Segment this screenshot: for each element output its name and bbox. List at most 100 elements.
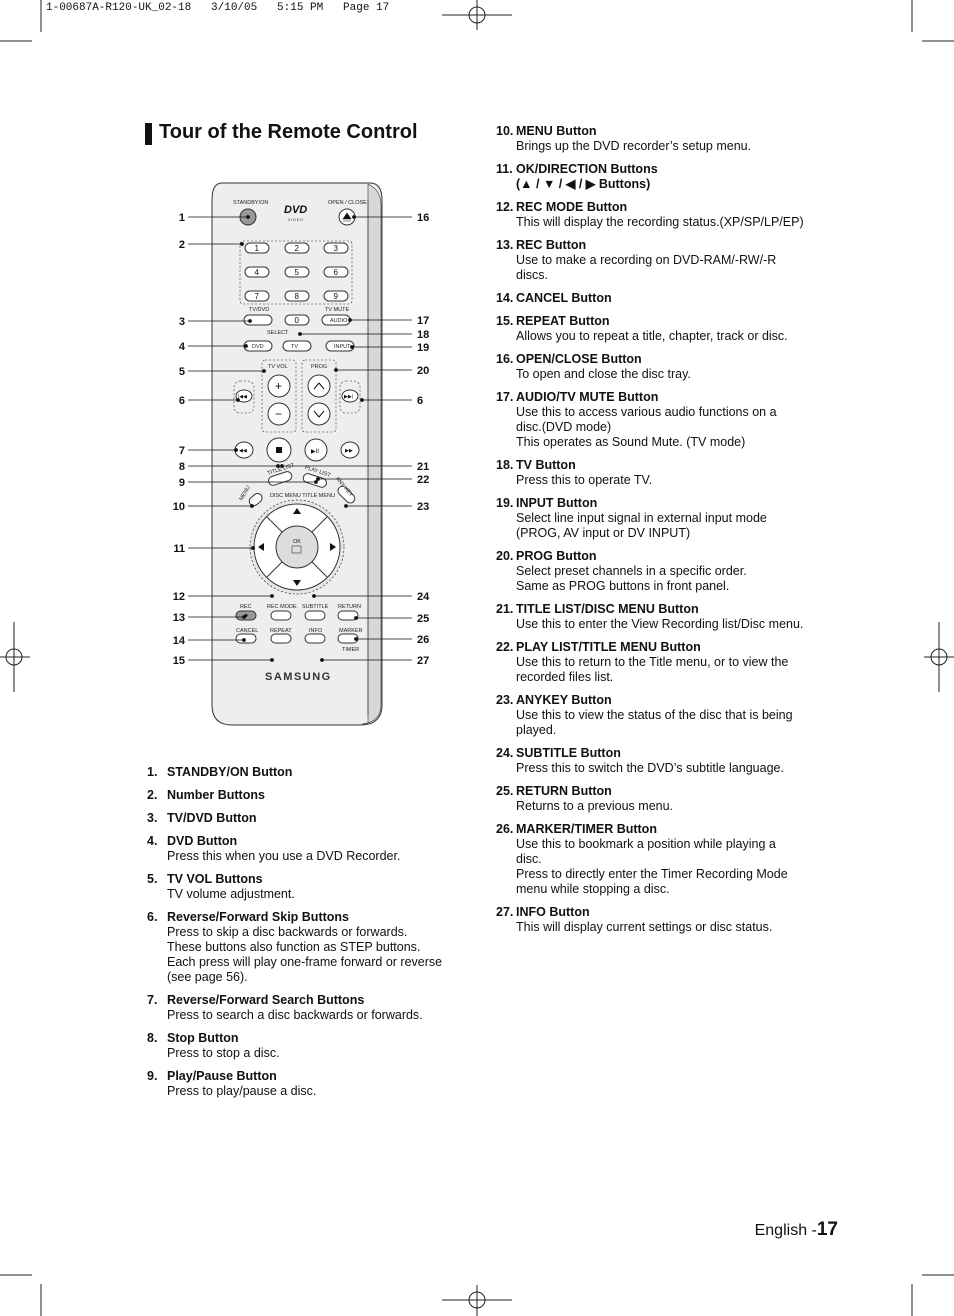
- key-2[interactable]: [284, 242, 310, 254]
- item-heading: AUDIO/TV MUTE Button: [516, 390, 659, 404]
- key-4[interactable]: [244, 266, 270, 278]
- svg-text:◀◀: ◀◀: [239, 448, 247, 454]
- item-description: Press to play/pause a disc.: [167, 1084, 317, 1098]
- svg-text:▶▶: ▶▶: [345, 448, 353, 454]
- dvd-label: DVD: [252, 344, 264, 350]
- ok-label: OK: [293, 539, 301, 545]
- tvvol-label: TV VOL: [268, 364, 288, 370]
- callout-number: 25: [417, 613, 429, 625]
- item-number: 6.: [147, 910, 158, 924]
- play-list-button[interactable]: [302, 472, 328, 488]
- prog-up-button[interactable]: [307, 374, 331, 398]
- input-label: INPUT: [334, 344, 351, 350]
- key-label: 9: [334, 292, 339, 301]
- callout-number: 10: [173, 501, 185, 513]
- callout-number: 5: [179, 366, 185, 378]
- item-description: Press to stop a disc.: [167, 1046, 280, 1060]
- play-pause-button[interactable]: [304, 438, 328, 462]
- key-0[interactable]: [284, 314, 310, 326]
- callout-number: 3: [179, 316, 185, 328]
- vol-down-button[interactable]: [267, 402, 291, 426]
- item-heading: OPEN/CLOSE Button: [516, 352, 642, 366]
- menu-button[interactable]: [247, 492, 264, 508]
- item-description: Use this to view the status of the disc …: [516, 708, 793, 737]
- item-description: TV volume adjustment.: [167, 887, 295, 901]
- input-button[interactable]: [325, 340, 355, 352]
- item-number: 13.: [496, 238, 514, 252]
- item-description: Select line input signal in external inp…: [516, 511, 767, 540]
- skip-back-button[interactable]: [235, 389, 253, 403]
- list-item: 2.Number Buttons: [147, 788, 457, 803]
- item-number: 3.: [147, 811, 158, 825]
- tvdvd-button[interactable]: [243, 314, 273, 326]
- item-heading: ANYKEY Button: [516, 693, 612, 707]
- key-label: 2: [295, 244, 300, 253]
- item-heading: INPUT Button: [516, 496, 598, 510]
- key-6[interactable]: [323, 266, 349, 278]
- key-label: 7: [255, 292, 260, 301]
- marker-button[interactable]: [337, 633, 359, 644]
- key-3[interactable]: [323, 242, 349, 254]
- callout-number: 18: [417, 329, 429, 341]
- prog-label: PROG: [311, 364, 327, 370]
- info-button[interactable]: [304, 633, 326, 644]
- callout-number: 15: [173, 655, 185, 667]
- anykey-button[interactable]: [336, 484, 357, 505]
- svg-text:+: +: [275, 379, 282, 393]
- item-number: 11.: [496, 162, 513, 176]
- key-1[interactable]: [244, 242, 270, 254]
- item-description: Brings up the DVD recorder’s setup menu.: [516, 139, 752, 153]
- item-number: 21.: [496, 602, 514, 616]
- item-heading: MARKER/TIMER Button: [516, 822, 657, 836]
- item-heading: OK/DIRECTION Buttons (▲ / ▼ / ◀ / ▶ Butt…: [516, 162, 658, 191]
- cancel-label: CANCEL: [236, 628, 258, 634]
- dvd-logo: DVD: [284, 204, 307, 216]
- item-number: 16.: [496, 352, 514, 366]
- return-button[interactable]: [337, 610, 359, 621]
- callout-number: 24: [417, 591, 430, 603]
- callout-number: 2: [179, 239, 185, 251]
- select-label: SELECT: [267, 330, 289, 336]
- item-description: Returns to a previous menu.: [516, 799, 674, 813]
- svg-text:−: −: [275, 407, 282, 421]
- timer-label: TIMER: [342, 647, 359, 653]
- ok-button[interactable]: [275, 525, 319, 569]
- prog-down-button[interactable]: [307, 402, 331, 426]
- item-number: 7.: [147, 993, 158, 1007]
- tv-button[interactable]: [282, 340, 312, 352]
- item-description: Allows you to repeat a title, chapter, t…: [516, 329, 788, 343]
- item-heading: STANDBY/ON Button: [167, 765, 293, 779]
- item-description: To open and close the disc tray.: [516, 367, 691, 381]
- item-number: 14.: [496, 291, 514, 305]
- callout-number: 14: [173, 635, 186, 647]
- key-5[interactable]: [284, 266, 310, 278]
- cancel-button[interactable]: [235, 633, 257, 644]
- callout-number: 27: [417, 655, 429, 667]
- key-9[interactable]: [323, 290, 349, 302]
- skip-forward-button[interactable]: [341, 389, 359, 403]
- repeat-button[interactable]: [270, 633, 292, 644]
- key-7[interactable]: [244, 290, 270, 302]
- item-number: 10.: [496, 124, 514, 138]
- subtitle-button[interactable]: [304, 610, 326, 621]
- rec-mode-button[interactable]: [270, 610, 292, 621]
- vol-up-button[interactable]: [267, 374, 291, 398]
- key-8[interactable]: [284, 290, 310, 302]
- svg-text:▶▶|: ▶▶|: [344, 394, 353, 400]
- item-heading: INFO Button: [516, 905, 590, 919]
- item-number: 5.: [147, 872, 158, 886]
- item-heading: Stop Button: [167, 1031, 239, 1045]
- disc-menu-title-menu-label: DISC MENU TITLE MENU: [270, 493, 335, 499]
- search-forward-button[interactable]: [340, 441, 360, 459]
- item-description: Select preset channels in a specific ord…: [516, 564, 747, 593]
- item-heading: REC MODE Button: [516, 200, 628, 214]
